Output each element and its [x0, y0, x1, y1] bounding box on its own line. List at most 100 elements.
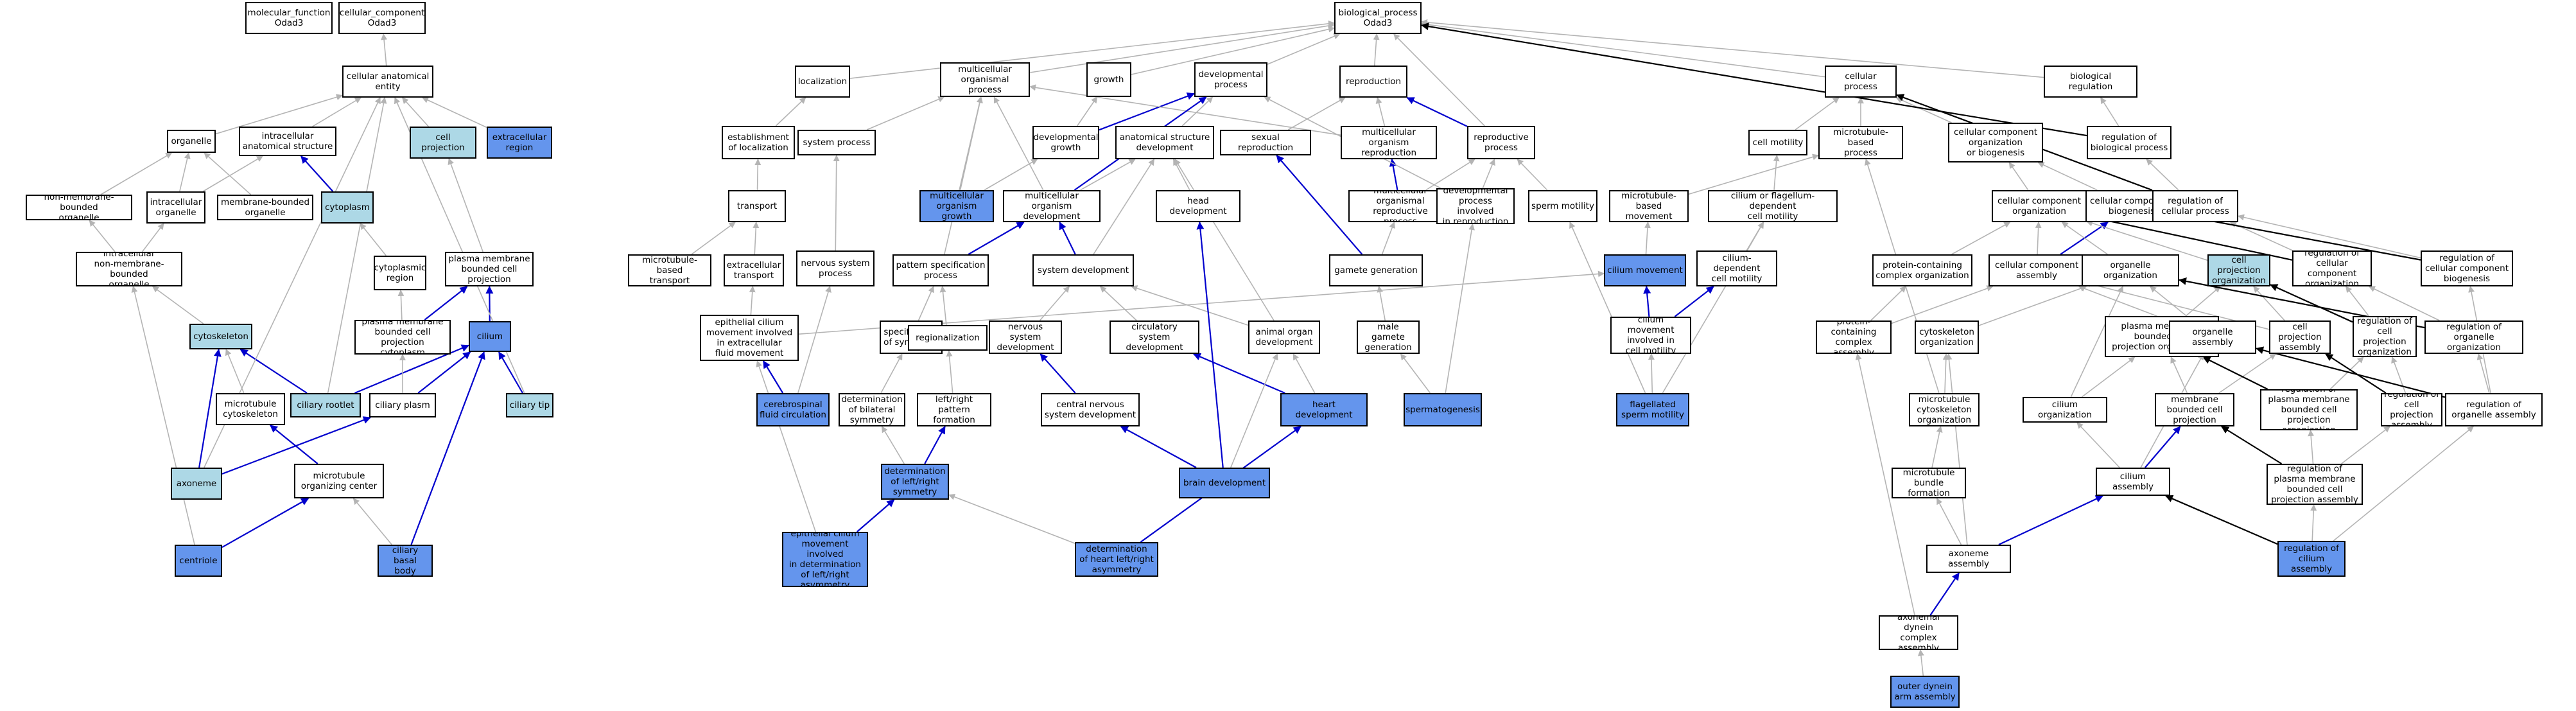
- go-term-node[interactable]: cell projection organization: [2207, 254, 2270, 286]
- go-term-node[interactable]: cell projection assembly: [2269, 320, 2331, 354]
- go-term-node[interactable]: heart development: [1280, 393, 1368, 426]
- go-term-node[interactable]: outer dynein arm assembly: [1890, 676, 1960, 708]
- go-term-node[interactable]: regulation of organelle organization: [2424, 320, 2523, 354]
- go-term-node[interactable]: regulation of cell projection organizati…: [2353, 316, 2417, 357]
- go-term-node[interactable]: axoneme: [171, 468, 222, 500]
- go-term-node[interactable]: extracellular region: [487, 127, 552, 159]
- go-term-node[interactable]: brain development: [1179, 468, 1270, 498]
- go-term-node[interactable]: system process: [797, 130, 876, 155]
- go-term-node[interactable]: spermatogenesis: [1404, 393, 1482, 426]
- go-term-node[interactable]: reproductive process: [1467, 126, 1535, 159]
- go-term-node[interactable]: biological_process Odad3: [1334, 2, 1422, 34]
- go-term-node[interactable]: cellular component organization: [1992, 190, 2087, 222]
- go-term-node[interactable]: developmental process: [1194, 62, 1267, 97]
- go-term-node[interactable]: cilium-dependent cell motility: [1696, 250, 1777, 286]
- go-term-node[interactable]: nervous system development: [989, 320, 1062, 354]
- go-term-node[interactable]: cytoplasm: [321, 191, 374, 224]
- go-term-node[interactable]: left/right pattern formation: [917, 393, 991, 426]
- go-term-node[interactable]: multicellular organismal reproductive pr…: [1348, 190, 1452, 222]
- go-term-node[interactable]: regulation of cellular process: [2152, 190, 2238, 222]
- go-term-node[interactable]: ciliary plasm: [369, 393, 436, 417]
- go-term-node[interactable]: intracellular non-membrane-bounded organ…: [76, 252, 182, 286]
- go-term-node[interactable]: pattern specification process: [892, 254, 989, 286]
- go-term-node[interactable]: organelle organization: [2082, 254, 2179, 286]
- go-term-node[interactable]: cytoskeleton: [189, 324, 252, 349]
- go-term-node[interactable]: establishment of localization: [722, 126, 795, 159]
- go-term-node[interactable]: regulation of biological process: [2087, 126, 2171, 159]
- go-term-node[interactable]: multicellular organism reproduction: [1341, 126, 1437, 159]
- go-term-node[interactable]: cilium: [469, 321, 511, 352]
- go-term-node[interactable]: cellular process: [1825, 66, 1897, 98]
- go-term-node[interactable]: cytoplasmic region: [374, 256, 426, 290]
- go-term-node[interactable]: regulation of plasma membrane bounded ce…: [2260, 389, 2358, 430]
- go-term-node[interactable]: regulation of cilium assembly: [2277, 541, 2345, 577]
- go-term-node[interactable]: cellular anatomical entity: [342, 66, 433, 98]
- go-term-node[interactable]: microtubule-based transport: [628, 254, 711, 286]
- go-term-node[interactable]: ciliary tip: [506, 393, 553, 417]
- go-term-node[interactable]: cilium or flagellum-dependent cell motil…: [1708, 190, 1838, 222]
- go-term-node[interactable]: cilium assembly: [2096, 468, 2170, 496]
- go-term-node[interactable]: ciliary rootlet: [290, 393, 361, 417]
- go-term-node[interactable]: developmental growth: [1032, 126, 1099, 159]
- go-term-node[interactable]: regulation of cellular component organiz…: [2292, 250, 2372, 286]
- go-term-node[interactable]: determination of bilateral symmetry: [839, 393, 905, 426]
- go-term-node[interactable]: plasma membrane bounded cell projection …: [2155, 393, 2234, 426]
- go-term-node[interactable]: animal organ development: [1248, 320, 1320, 354]
- go-term-node[interactable]: cerebrospinal fluid circulation: [756, 393, 830, 426]
- go-term-node[interactable]: microtubule-based movement: [1609, 190, 1689, 222]
- go-term-node[interactable]: cellular_component Odad3: [338, 2, 426, 34]
- go-term-node[interactable]: intracellular organelle: [146, 191, 205, 224]
- go-term-node[interactable]: cilium organization: [2023, 397, 2107, 423]
- go-term-node[interactable]: plasma membrane bounded cell projection: [445, 252, 534, 286]
- go-term-node[interactable]: central nervous system development: [1041, 393, 1140, 426]
- go-term-node[interactable]: microtubule organizing center: [294, 464, 384, 498]
- go-term-node[interactable]: regulation of cell projection assembly: [2381, 393, 2442, 426]
- go-term-node[interactable]: system development: [1032, 254, 1134, 286]
- go-term-node[interactable]: membrane-bounded organelle: [217, 195, 313, 220]
- go-term-node[interactable]: organelle assembly: [2169, 320, 2256, 354]
- go-term-node[interactable]: molecular_function Odad3: [245, 2, 333, 34]
- go-term-node[interactable]: protein-containing complex organization: [1872, 254, 1972, 286]
- go-term-node[interactable]: cell motility: [1748, 130, 1807, 155]
- go-term-node[interactable]: microtubule cytoskeleton: [216, 393, 285, 425]
- go-term-node[interactable]: cell projection: [410, 127, 476, 159]
- go-term-node[interactable]: epithelial cilium movement involved in d…: [782, 532, 868, 587]
- go-term-node[interactable]: cilium movement: [1604, 254, 1686, 286]
- go-term-node[interactable]: multicellular organism development: [1003, 190, 1101, 222]
- go-term-node[interactable]: nervous system process: [796, 250, 875, 286]
- go-term-node[interactable]: cilium movement involved in cell motilit…: [1610, 317, 1691, 354]
- go-term-node[interactable]: cytoskeleton organization: [1915, 320, 1979, 354]
- go-term-node[interactable]: protein-containing complex assembly: [1816, 320, 1892, 354]
- go-term-node[interactable]: extracellular transport: [724, 254, 784, 286]
- go-term-node[interactable]: biological regulation: [2044, 66, 2137, 98]
- go-term-node[interactable]: flagellated sperm motility: [1616, 393, 1689, 426]
- go-term-node[interactable]: developmental process involved in reprod…: [1436, 188, 1515, 224]
- go-term-node[interactable]: axoneme assembly: [1926, 545, 2011, 573]
- go-term-node[interactable]: head development: [1156, 190, 1240, 222]
- go-term-node[interactable]: plasma membrane bounded cell projection …: [354, 320, 451, 355]
- go-term-node[interactable]: multicellular organismal process: [940, 62, 1030, 97]
- go-term-node[interactable]: cellular component assembly: [1989, 254, 2085, 286]
- go-term-node[interactable]: growth: [1086, 62, 1131, 97]
- go-term-node[interactable]: non-membrane-bounded organelle: [26, 195, 132, 220]
- go-term-node[interactable]: determination of heart left/right asymme…: [1075, 542, 1158, 577]
- go-term-node[interactable]: ciliary basal body: [378, 545, 433, 577]
- go-term-node[interactable]: circulatory system development: [1110, 320, 1199, 354]
- go-term-node[interactable]: intracellular anatomical structure: [239, 127, 336, 156]
- go-term-node[interactable]: cellular component organization or bioge…: [1948, 123, 2043, 162]
- go-term-node[interactable]: transport: [728, 190, 786, 222]
- go-term-node[interactable]: centriole: [175, 545, 222, 577]
- go-term-node[interactable]: axonemal dynein complex assembly: [1879, 615, 1958, 650]
- go-term-node[interactable]: sperm motility: [1528, 190, 1597, 222]
- go-term-node[interactable]: sexual reproduction: [1220, 130, 1311, 155]
- go-term-node[interactable]: epithelial cilium movement involved in e…: [700, 315, 799, 361]
- go-term-node[interactable]: gamete generation: [1329, 254, 1423, 286]
- go-term-node[interactable]: male gamete generation: [1357, 320, 1420, 354]
- go-term-node[interactable]: localization: [795, 66, 850, 98]
- go-term-node[interactable]: microtubule cytoskeleton organization: [1909, 393, 1980, 426]
- go-term-node[interactable]: organelle: [167, 130, 216, 153]
- go-term-node[interactable]: microtubule-based process: [1818, 126, 1903, 159]
- go-term-node[interactable]: regionalization: [908, 325, 988, 351]
- go-term-node[interactable]: reproduction: [1339, 66, 1407, 98]
- go-term-node[interactable]: multicellular organism growth: [919, 190, 994, 222]
